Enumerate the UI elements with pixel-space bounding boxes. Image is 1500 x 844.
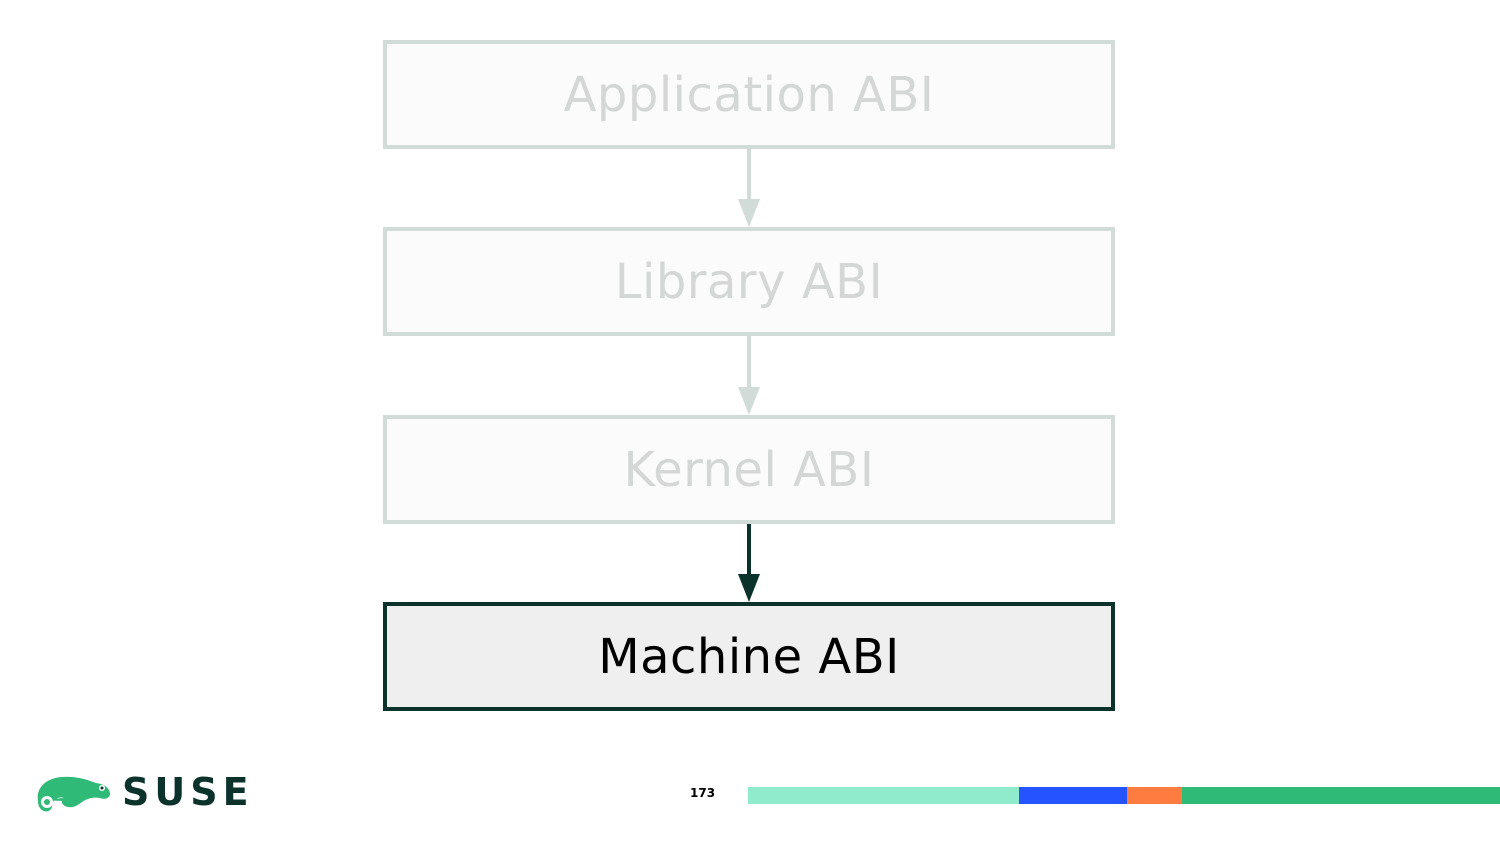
suse-logo: SUSE	[34, 770, 254, 814]
suse-wordmark: SUSE	[122, 770, 254, 814]
kernel-abi-box: Kernel ABI	[383, 415, 1115, 524]
footer-bar-orange	[1127, 787, 1182, 804]
application-abi-label: Application ABI	[563, 66, 935, 123]
library-abi-box: Library ABI	[383, 227, 1115, 336]
application-abi-box: Application ABI	[383, 40, 1115, 149]
kernel-abi-label: Kernel ABI	[623, 441, 875, 498]
arrow-library-to-kernel	[738, 336, 760, 415]
machine-abi-label: Machine ABI	[598, 628, 900, 685]
library-abi-label: Library ABI	[614, 253, 884, 310]
chameleon-icon	[37, 776, 110, 812]
arrow-application-to-library	[738, 149, 760, 227]
arrow-kernel-to-machine	[738, 524, 760, 602]
footer-bar-green	[1182, 787, 1500, 804]
footer-bar-mint	[748, 787, 1019, 804]
footer-bar-blue	[1019, 787, 1127, 804]
page-number: 173	[690, 786, 716, 800]
machine-abi-box: Machine ABI	[383, 602, 1115, 711]
